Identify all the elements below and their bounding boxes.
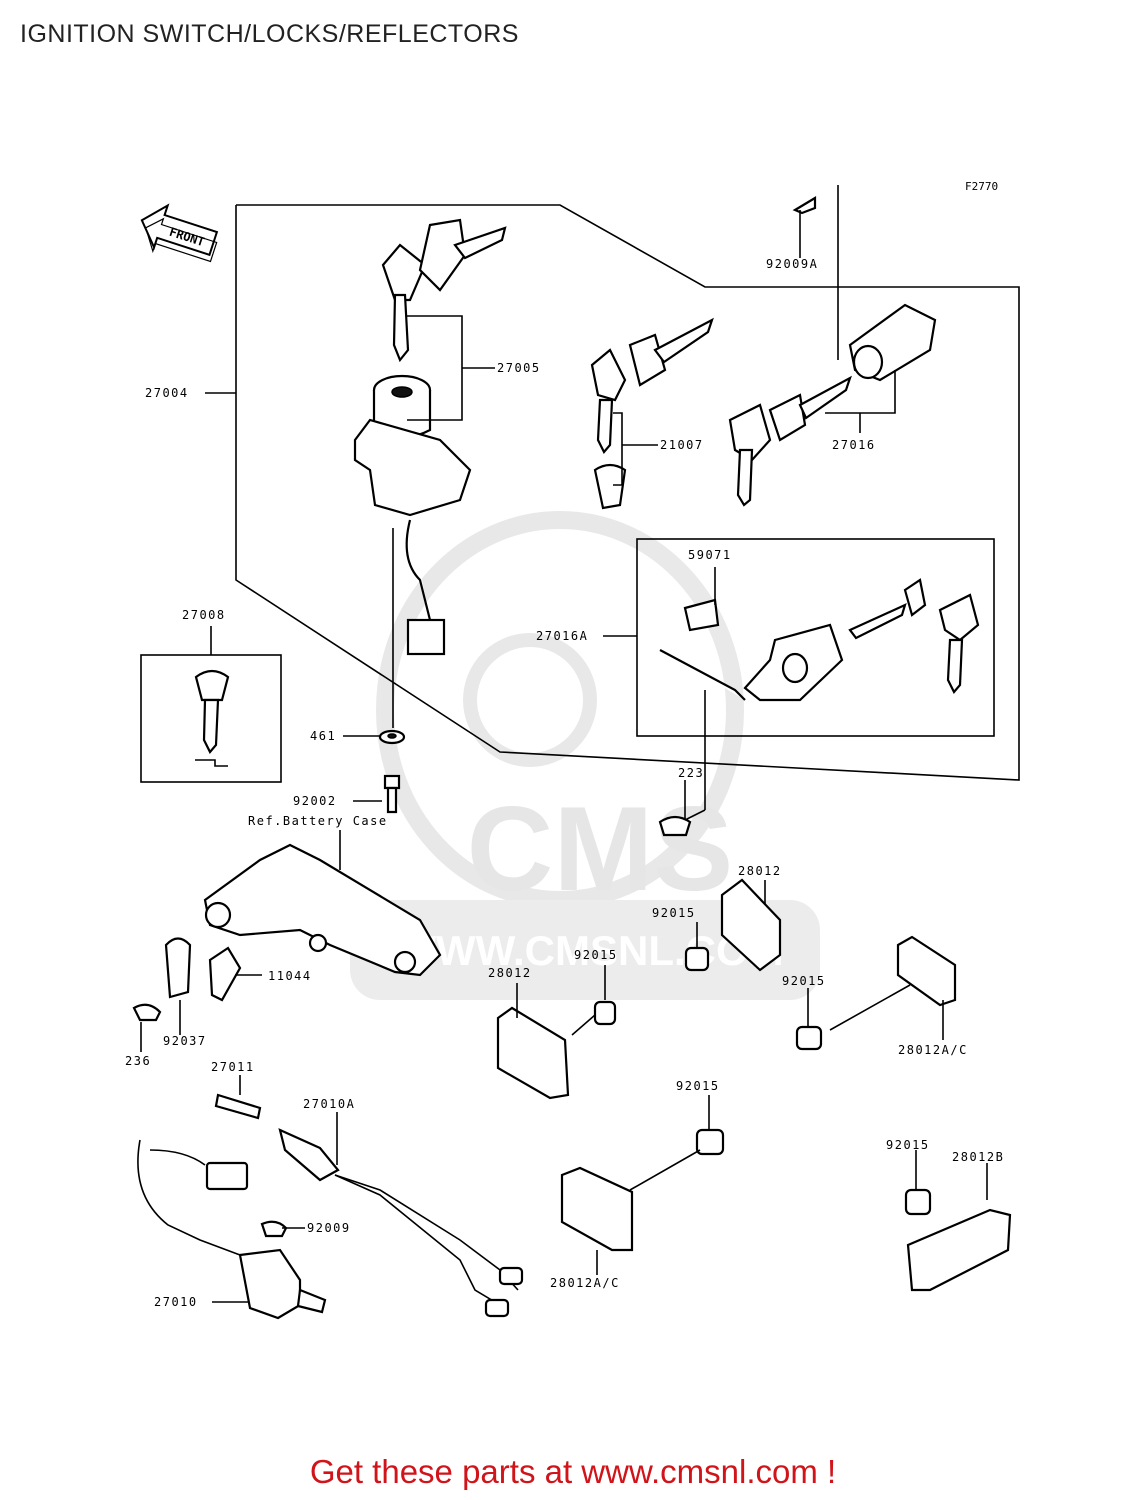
label-27010: 27010	[154, 1295, 198, 1309]
screw-223	[658, 815, 692, 837]
label-92037: 92037	[163, 1034, 207, 1048]
label-27016: 27016	[832, 438, 876, 452]
label-223: 223	[678, 766, 704, 780]
reflector-28012AC-right	[795, 935, 957, 1051]
label-27016A: 27016A	[536, 629, 588, 643]
front-arrow: FRONT	[140, 203, 219, 263]
label-28012AC-b: 28012A/C	[550, 1276, 620, 1290]
label-28012-upper: 28012	[738, 864, 782, 878]
reflector-28012AC-bottom	[560, 1128, 725, 1252]
label-92015-a: 92015	[652, 906, 696, 920]
label-236: 236	[125, 1054, 151, 1068]
battery-case	[203, 843, 442, 977]
main-assembly-outline	[235, 204, 1020, 781]
cms-watermark: CMS WWW.CMSNL.COM	[350, 511, 820, 1000]
lock-set-box	[636, 538, 995, 737]
blank-key-27008	[194, 669, 230, 767]
label-11044: 11044	[268, 969, 312, 983]
label-28012AC-a: 28012A/C	[898, 1043, 968, 1057]
label-92015-b: 92015	[574, 948, 618, 962]
leader-lines	[140, 185, 988, 1303]
lock-set-27016A	[659, 578, 980, 702]
label-27011: 27011	[211, 1060, 255, 1074]
label-92009A: 92009A	[766, 257, 818, 271]
label-92009: 92009	[307, 1221, 351, 1235]
figure-code: F2770	[965, 180, 999, 193]
watermark-logo-text: CMS	[467, 782, 734, 916]
footer-link[interactable]: Get these parts at www.cmsnl.com !	[309, 1453, 837, 1490]
label-92015-e: 92015	[886, 1138, 930, 1152]
bracket-parts	[132, 937, 242, 1022]
switch-27010	[137, 1139, 327, 1320]
page-title: IGNITION SWITCH/LOCKS/REFLECTORS	[20, 20, 519, 48]
lock-27016	[728, 196, 937, 507]
label-21007: 21007	[660, 438, 704, 452]
label-28012B: 28012B	[952, 1150, 1004, 1164]
ignition-keys	[381, 218, 507, 363]
label-92015-c: 92015	[782, 974, 826, 988]
washer-and-bolt	[378, 729, 406, 814]
switch-27010A	[278, 1128, 524, 1318]
watermark-url-text: WWW.CMSNL.COM	[396, 927, 783, 974]
label-27010A: 27010A	[303, 1097, 355, 1111]
label-461: 461	[310, 729, 336, 743]
label-59071: 59071	[688, 548, 732, 562]
reflector-28012-upper	[684, 878, 782, 972]
label-ref-battery-case: Ref.Battery Case	[248, 814, 388, 828]
label-27005: 27005	[497, 361, 541, 375]
reflector-28012-lower	[496, 1000, 617, 1100]
label-92002: 92002	[293, 794, 337, 808]
ignition-switch	[353, 374, 472, 656]
spring-27011	[214, 1093, 262, 1120]
label-27004: 27004	[145, 386, 189, 400]
label-28012-lower: 28012	[488, 966, 532, 980]
reflector-28012B	[904, 1188, 1012, 1292]
key-set-21007	[590, 317, 714, 510]
label-27008: 27008	[182, 608, 226, 622]
label-92015-d: 92015	[676, 1079, 720, 1093]
